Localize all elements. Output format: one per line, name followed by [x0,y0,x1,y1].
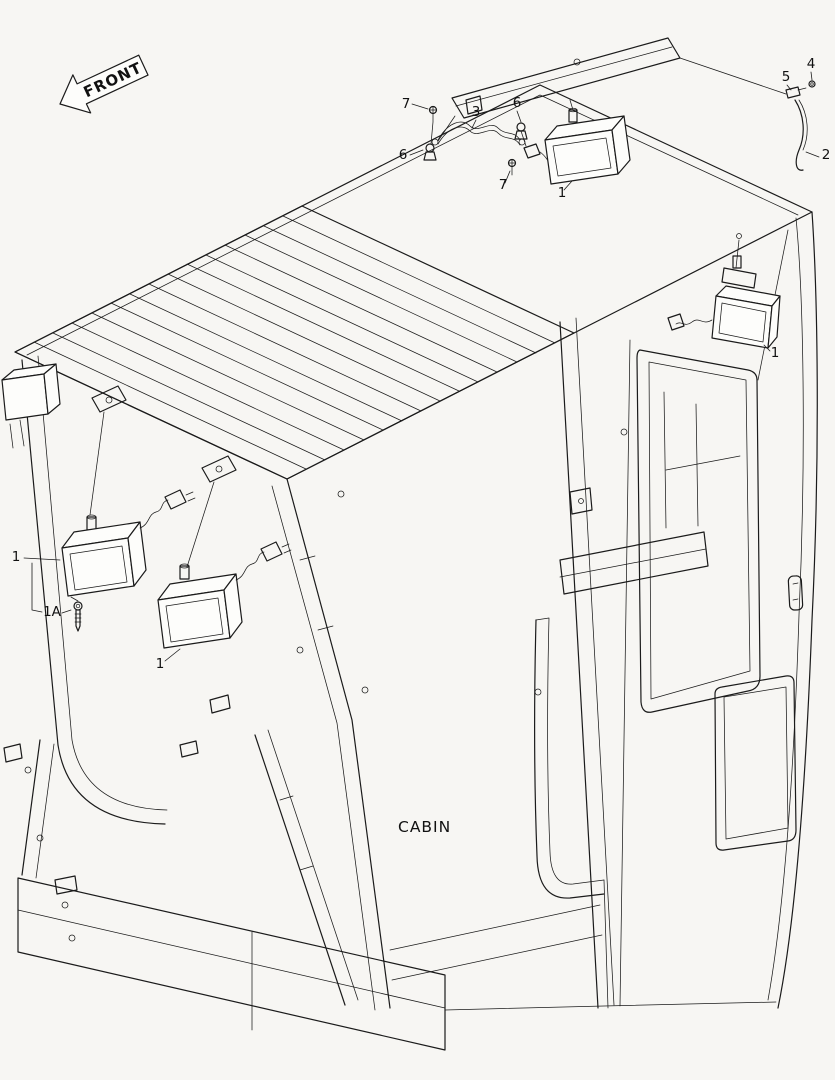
callout-grommet-4: 4 [807,56,816,72]
callout-hose-2: 2 [822,147,831,163]
front-direction-arrow: FRONT [59,54,149,114]
callout-nozzle-5: 5 [782,69,791,85]
rear-roof-beam [451,37,787,119]
callout-lamp-1-right: 1 [771,345,780,361]
cab-structure-lines [3,211,818,1011]
callout-harness-3: 3 [472,104,481,120]
door-handle [787,575,804,611]
door-window-upper [636,349,761,713]
clamp-left [423,143,437,161]
callout-lamp-1-top: 1 [558,185,567,201]
clamp-right [514,122,528,147]
work-lamp-front-left-1 [61,489,196,597]
work-lamp-front-left-2 [157,541,292,649]
cab-roof [14,58,813,568]
callout-bolt-1a: 1A [43,604,62,620]
washer-nozzle [785,86,807,99]
work-lamp-right [667,239,781,349]
wire-harness [431,115,526,146]
roof-grating [14,205,575,480]
base-platform [17,875,446,1051]
work-lamp-rear-left [1,363,61,449]
screw-right [507,158,517,176]
callout-screw-7-lower: 7 [499,177,508,193]
harness-assembly [423,105,552,176]
washer-hose [794,99,808,171]
mount-bolt-1a [70,596,83,632]
front-arrow-shape [59,54,149,114]
callout-lamp-1-left-2: 1 [156,656,165,672]
callout-clamp-6-lower: 6 [399,147,408,163]
lamp-mount-bracket-right [201,455,237,483]
callout-lamp-1-left: 1 [12,549,21,565]
callout-leader-lines [23,71,820,662]
callout-screw-7-upper: 7 [402,96,411,112]
lamp-mount-bracket-left [91,385,127,413]
callout-clamp-6-upper: 6 [513,95,522,111]
grommet [808,80,816,88]
work-lamp-top [544,99,631,185]
cabin-label: CABIN [398,818,451,836]
door-window-lower [714,675,797,851]
screw-left [428,105,438,145]
